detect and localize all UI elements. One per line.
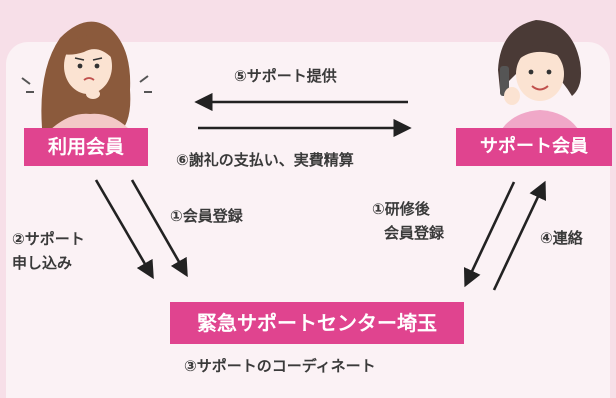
arrow-registration-user — [130, 179, 188, 278]
label-thanks-payment: ⑥謝礼の支払い、実費精算 — [176, 151, 354, 169]
label-support-provided: ⑤サポート提供 — [234, 67, 337, 85]
label-contact: ④連絡 — [540, 229, 583, 247]
label-training-registration-line1: ①研修後 — [372, 200, 430, 218]
label-member-registration-user: ①会員登録 — [170, 207, 243, 225]
arrow-training-registration — [463, 181, 516, 288]
label-support-request-line1: ②サポート — [12, 230, 85, 248]
label-support-request-line2: 申し込み — [12, 254, 73, 272]
node-center: 緊急サポートセンター埼玉 — [170, 302, 464, 344]
node-support-member: サポート会員 — [456, 128, 612, 166]
label-training-registration-line2: 会員登録 — [384, 224, 445, 242]
arrow-contact — [492, 180, 547, 291]
node-user-member: 利用会員 — [24, 128, 148, 166]
arrow-support-request — [94, 179, 154, 280]
label-coordinate: ③サポートのコーディネート — [184, 357, 376, 375]
